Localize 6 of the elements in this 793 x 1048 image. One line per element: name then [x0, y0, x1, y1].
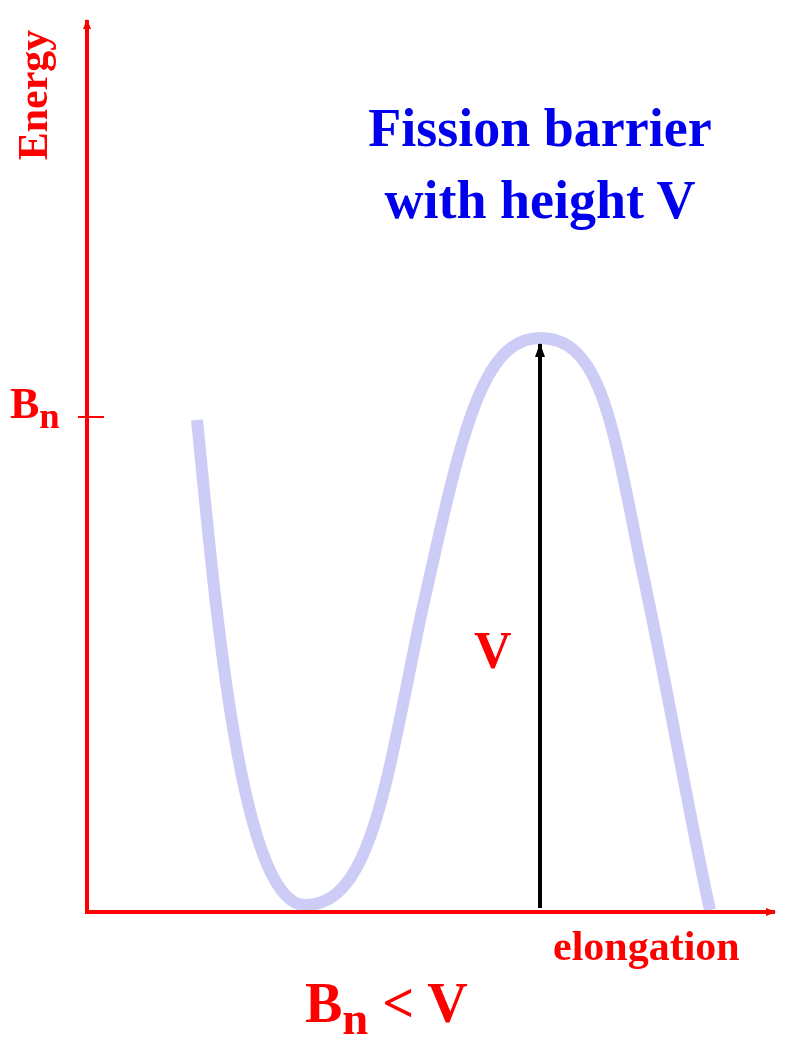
tick-label: B$_{n}$ [10, 382, 60, 435]
axis-label: Energy [12, 29, 55, 161]
diagram-title: Fission barrier with height V [367, 97, 713, 232]
dimension-label: V [474, 625, 512, 677]
axis-label: elongation [553, 925, 740, 967]
caption: B$_{n}$ < V [305, 975, 468, 1042]
